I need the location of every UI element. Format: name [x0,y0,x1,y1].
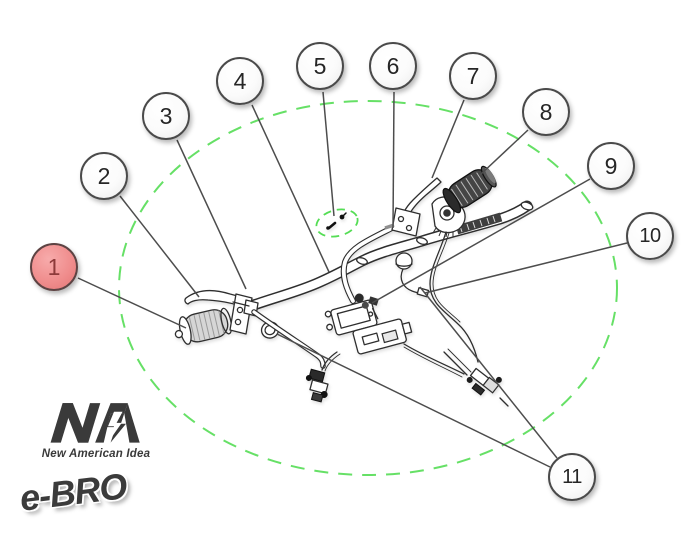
callout-1[interactable]: 1 [30,243,78,291]
callout-4-number: 4 [233,67,247,94]
callout-4[interactable]: 4 [216,57,264,105]
callout-8-number: 8 [539,98,553,125]
callout-5[interactable]: 5 [296,42,344,90]
clamp-screws [326,212,347,230]
mode-switch [354,293,379,320]
leader-line-6 [392,91,395,229]
leader-line-11b [276,333,551,468]
callout-5-number: 5 [313,52,327,79]
nai-logo-mark [50,403,140,443]
leader-line-1 [77,277,187,329]
leader-line-5 [322,91,335,217]
callout-11[interactable]: 11 [548,453,596,501]
nai-logo-text: New American Idea [41,448,151,460]
callout-3-number: 3 [159,102,173,129]
throttle-grip [442,165,497,214]
nai-logo: New American Idea [30,398,162,460]
leader-line-10 [424,242,628,294]
callout-8[interactable]: 8 [522,88,570,136]
bell [395,252,430,298]
callout-11-number: 11 [562,465,582,488]
leader-line-3 [176,139,247,290]
callout-6-number: 6 [386,52,400,79]
callout-7-number: 7 [466,62,480,89]
leader-lines [77,91,628,468]
assembly-ellipse [118,100,618,476]
callout-2[interactable]: 2 [80,152,128,200]
wire-connectors-right [466,367,502,396]
callout-7[interactable]: 7 [449,52,497,100]
callout-9[interactable]: 9 [587,142,635,190]
leader-line-2 [119,195,200,298]
callout-3[interactable]: 3 [142,92,190,140]
leader-line-7 [431,99,465,179]
callout-10[interactable]: 10 [626,212,674,260]
leader-line-11a [419,286,558,459]
leader-line-9 [371,178,591,304]
lightning-bolt-icon [108,411,123,440]
display-unit [324,299,413,355]
callout-2-number: 2 [97,162,111,189]
wiring-harness [321,343,509,407]
leader-line-4 [251,104,330,273]
detail-ellipse [315,208,359,238]
callout-9-number: 9 [604,152,618,179]
left-grip [174,307,233,345]
leader-line-8 [479,129,529,176]
callout-10-number: 10 [639,224,661,247]
handlebar-assembly-drawing [174,165,534,407]
callout-1-number: 1 [47,253,61,280]
wire-connectors-bottom [305,368,329,403]
handlebar-tube [236,200,534,315]
callout-6[interactable]: 6 [369,42,417,90]
